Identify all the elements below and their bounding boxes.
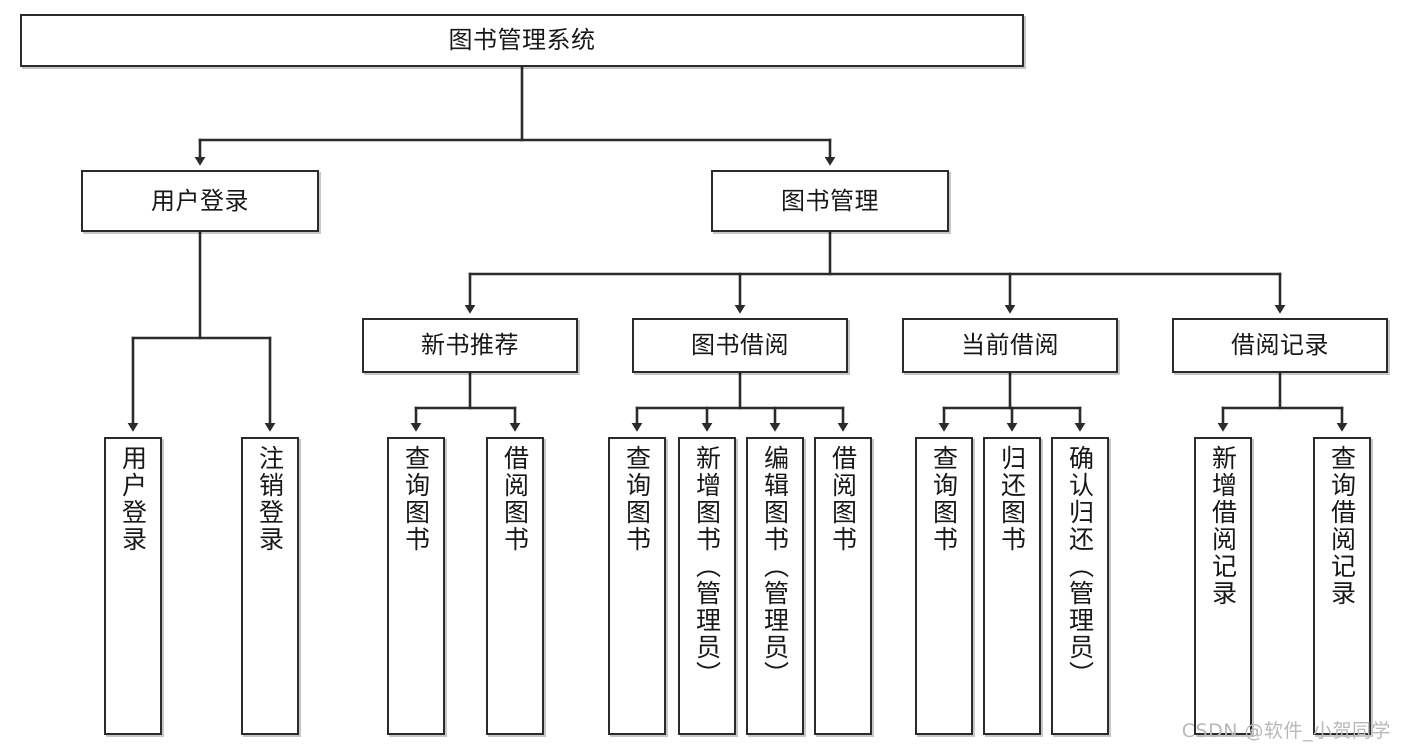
node-leaf-user-login-label: 用户登录	[118, 445, 148, 553]
node-leaf-query-book-current-label: 查询图书	[929, 445, 959, 553]
watermark-text: CSDN @软件_小贺同学	[1181, 720, 1391, 742]
node-root[interactable]: 图书管理系统	[20, 14, 1024, 67]
node-leaf-logout-label: 注销登录	[255, 445, 285, 553]
node-book-manage[interactable]: 图书管理	[711, 170, 949, 232]
node-leaf-query-book-borrow[interactable]: 查询图书	[608, 437, 666, 735]
node-borrow-record-label: 借阅记录	[1231, 331, 1329, 360]
node-leaf-borrow-book-label: 借阅图书	[828, 445, 858, 553]
node-leaf-user-login[interactable]: 用户登录	[104, 437, 162, 735]
node-leaf-add-book-admin-label: 新增图书（管理员）	[692, 445, 722, 688]
node-book-manage-label: 图书管理	[781, 186, 879, 215]
node-new-book-recommend-label: 新书推荐	[421, 331, 519, 360]
node-new-book-recommend[interactable]: 新书推荐	[362, 318, 578, 373]
node-book-borrow-label: 图书借阅	[691, 331, 789, 360]
node-leaf-borrow-book-recommend-label: 借阅图书	[500, 445, 530, 553]
node-leaf-add-book-admin[interactable]: 新增图书（管理员）	[678, 437, 736, 735]
node-current-borrow-label: 当前借阅	[961, 331, 1059, 360]
node-root-label: 图书管理系统	[448, 26, 596, 55]
node-leaf-logout[interactable]: 注销登录	[241, 437, 299, 735]
node-leaf-query-book-recommend[interactable]: 查询图书	[387, 437, 445, 735]
node-leaf-borrow-book[interactable]: 借阅图书	[814, 437, 872, 735]
node-leaf-query-book-recommend-label: 查询图书	[401, 445, 431, 553]
node-leaf-query-book-current[interactable]: 查询图书	[915, 437, 973, 735]
node-user-login[interactable]: 用户登录	[81, 170, 319, 232]
node-current-borrow[interactable]: 当前借阅	[902, 318, 1118, 373]
node-leaf-edit-book-admin-label: 编辑图书（管理员）	[760, 445, 790, 688]
node-leaf-edit-book-admin[interactable]: 编辑图书（管理员）	[746, 437, 804, 735]
node-book-borrow[interactable]: 图书借阅	[632, 318, 848, 373]
node-leaf-confirm-return-admin[interactable]: 确认归还（管理员）	[1051, 437, 1109, 735]
node-leaf-query-borrow-record[interactable]: 查询借阅记录	[1313, 437, 1371, 735]
node-leaf-confirm-return-admin-label: 确认归还（管理员）	[1065, 445, 1095, 688]
node-leaf-query-book-borrow-label: 查询图书	[622, 445, 652, 553]
node-borrow-record[interactable]: 借阅记录	[1172, 318, 1388, 373]
node-leaf-borrow-book-recommend[interactable]: 借阅图书	[486, 437, 544, 735]
node-leaf-return-book[interactable]: 归还图书	[983, 437, 1041, 735]
node-leaf-return-book-label: 归还图书	[997, 445, 1027, 553]
node-user-login-label: 用户登录	[151, 186, 249, 215]
node-leaf-query-borrow-record-label: 查询借阅记录	[1327, 445, 1357, 607]
node-leaf-add-borrow-record-label: 新增借阅记录	[1208, 445, 1238, 607]
node-leaf-add-borrow-record[interactable]: 新增借阅记录	[1194, 437, 1252, 735]
